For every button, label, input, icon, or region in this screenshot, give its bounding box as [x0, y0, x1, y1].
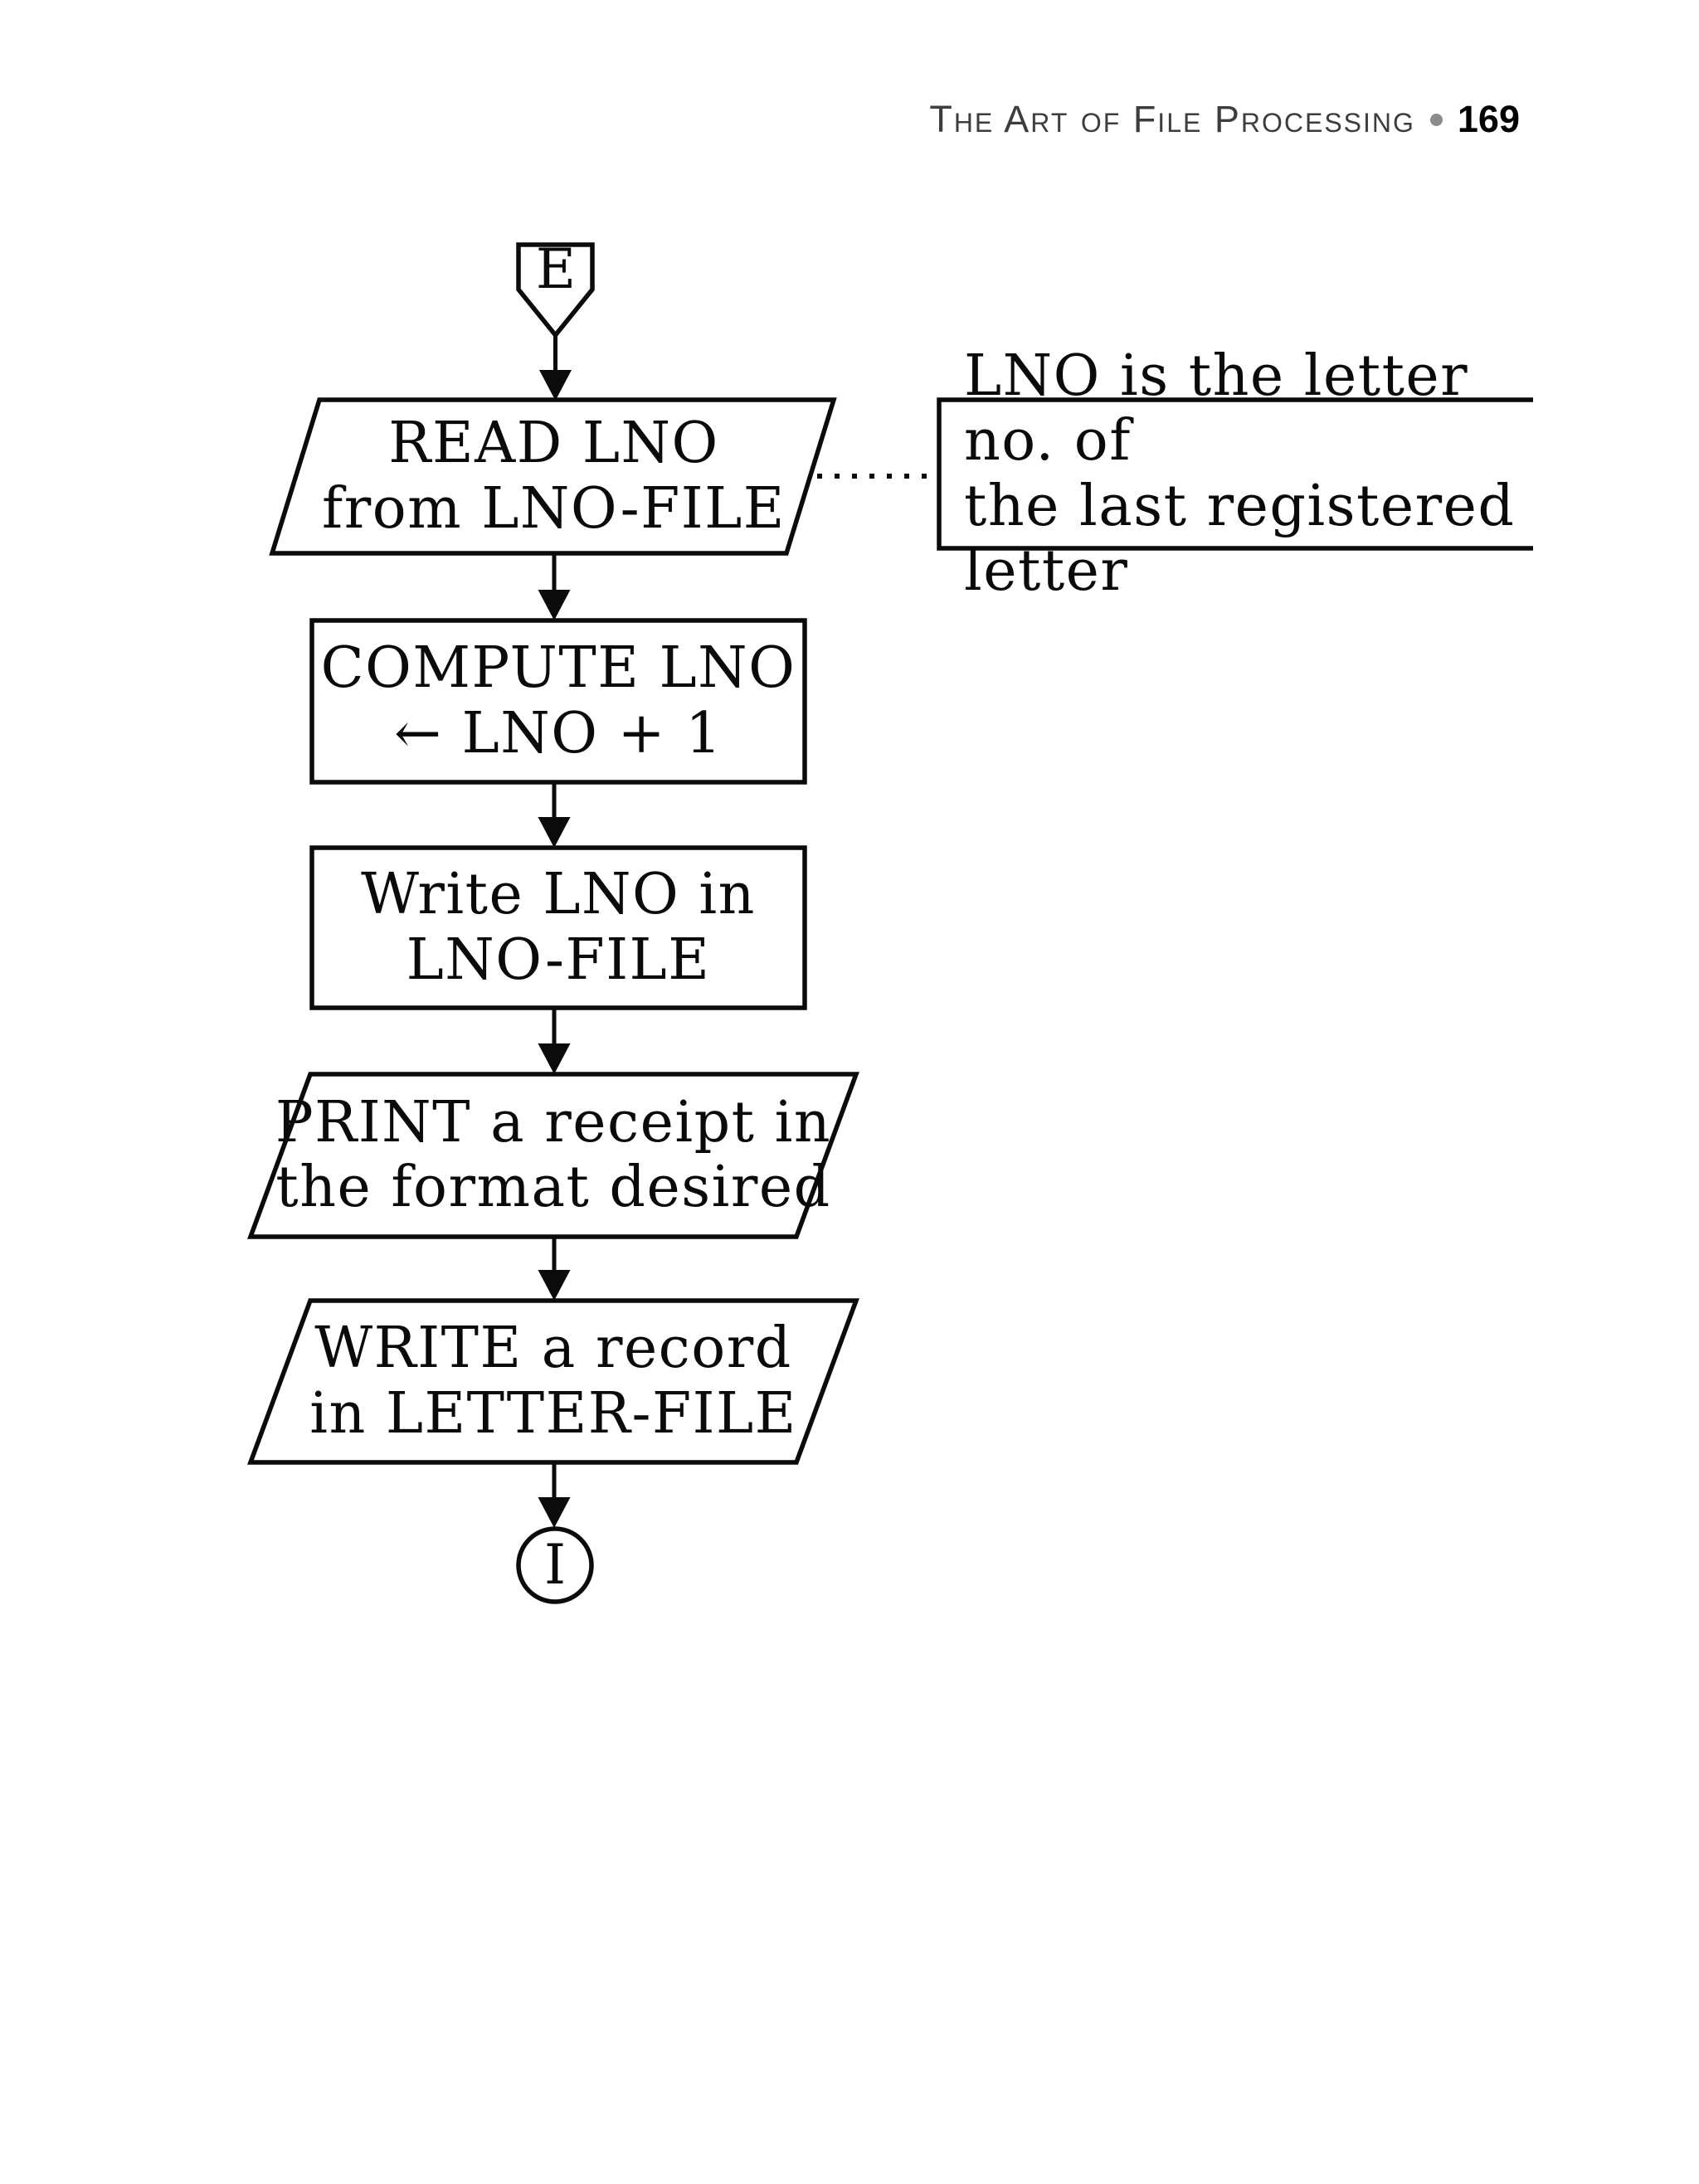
flow-arrow-to-end-connector: [538, 1462, 571, 1528]
end-connector-shape: [516, 1526, 594, 1604]
annotation-text: LNO is the letter no. of the last regist…: [964, 343, 1516, 604]
write-record-label: WRITE a record in LETTER-FILE: [309, 1316, 797, 1447]
arrowhead-icon: [538, 1497, 571, 1528]
compute-lno-label: COMPUTE LNO ← LNO + 1: [320, 635, 796, 766]
flow-arrow-to-print: [538, 1008, 571, 1074]
arrowhead-icon: [538, 590, 571, 620]
end-connector-label: I: [543, 1533, 567, 1598]
start-connector-label: E: [535, 237, 577, 302]
arrowhead-icon: [539, 370, 572, 401]
write-lno-label: Write LNO in LNO-FILE: [361, 862, 756, 993]
arrowhead-icon: [538, 1270, 571, 1301]
write-record-shape: [247, 1298, 859, 1465]
read-lno-shape: [269, 397, 837, 556]
flow-arrow-to-compute: [538, 553, 571, 620]
flow-arrow-to-write-lno: [538, 782, 571, 848]
page-number: 169: [1457, 98, 1520, 140]
start-connector-shape: [516, 242, 595, 339]
print-receipt-shape: [247, 1072, 859, 1239]
annotation-box: [937, 397, 1533, 551]
print-receipt-label: PRINT a receipt in the format desired: [275, 1089, 832, 1220]
arrowhead-icon: [538, 817, 571, 848]
flow-arrow-to-read: [539, 335, 572, 401]
running-head-title: The Art of File Processing: [929, 98, 1415, 140]
running-head: The Art of File Processing 169: [929, 98, 1520, 141]
read-lno-label: READ LNO from LNO-FILE: [322, 411, 786, 542]
write-lno-shape: [309, 845, 807, 1010]
bullet-icon: [1429, 113, 1443, 126]
compute-lno-shape: [309, 618, 807, 785]
arrowhead-icon: [538, 1043, 571, 1074]
flow-arrow-to-write-record: [538, 1237, 571, 1301]
